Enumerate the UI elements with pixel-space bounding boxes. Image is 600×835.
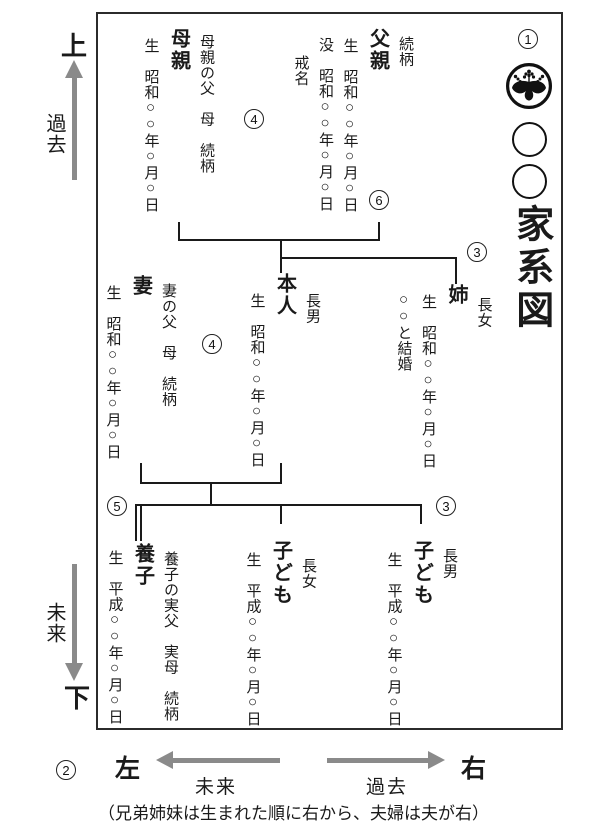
father-label: 父親 [366, 28, 389, 72]
child-daughter-label: 子ども [269, 540, 292, 606]
father-stub-line [378, 222, 380, 241]
family-name-placeholder-circle [512, 164, 547, 199]
lower-sibling-line [136, 504, 422, 506]
adopted-label: 養子 [131, 543, 154, 587]
left-arrow-icon [156, 751, 173, 769]
wife-stub-line [140, 463, 142, 484]
mother-birth: 生 昭和○○年○月○日 [142, 38, 159, 213]
axis-left-label: 左 [115, 756, 141, 783]
child-daughter-stub-line [280, 504, 282, 524]
child-daughter-birth: 生 平成○○年○月○日 [244, 552, 261, 727]
father-kaimyo: 戒名 [292, 55, 309, 86]
person-block-child-son: 長男 子ども 生 平成○○年○月○日 [385, 540, 458, 727]
diagram-title: 家系図 [509, 204, 552, 333]
marker-siblings-lower: 3 [436, 496, 456, 516]
wife-birth: 生 昭和○○年○月○日 [104, 285, 121, 460]
person-block-father: 続柄 父親 生 昭和○○年○月○日 没 昭和○○年○月○日 戒名 [292, 28, 414, 213]
adoption-double-line-right [140, 504, 142, 541]
adoption-double-line-left [135, 504, 137, 541]
family-name-placeholder-circle [512, 122, 547, 157]
father-death: 没 昭和○○年○月○日 [317, 37, 333, 212]
person-block-sister: 長女 姉 生 昭和○○年○月○日 ○○と結婚 [395, 284, 492, 469]
person-block-self: 長男 本人 生 昭和○○年○月○日 [248, 273, 321, 468]
couple-descent-line [210, 482, 212, 506]
axis-right-label: 右 [461, 756, 487, 783]
child-daughter-relation: 長女 [300, 558, 316, 589]
adopted-parents: 養子の実父 実母 続柄 [162, 551, 178, 722]
marker-in-laws-wife: 4 [202, 334, 222, 354]
sister-birth: 生 昭和○○年○月○日 [420, 294, 436, 469]
parents-marriage-line [178, 239, 380, 241]
axis-future-label: 未来 [43, 602, 65, 644]
right-arrow-shaft [327, 758, 429, 763]
marker-siblings-upper: 3 [467, 242, 487, 262]
left-arrow-shaft [171, 758, 280, 763]
father-birth: 生 昭和○○年○月○日 [341, 38, 358, 213]
mother-parents: 母親の父 母 続柄 [198, 34, 214, 174]
self-relation: 長男 [304, 293, 320, 324]
up-arrow-icon [65, 60, 83, 78]
person-block-mother: 母親の父 母 続柄 母親 生 昭和○○年○月○日 [142, 28, 215, 213]
axis-past-horizontal-label: 過去 [366, 777, 409, 798]
self-stub-line [280, 463, 282, 484]
child-son-relation: 長男 [441, 548, 457, 579]
right-arrow-icon [428, 751, 445, 769]
marker-title: 1 [518, 29, 538, 49]
mother-label: 母親 [167, 28, 190, 72]
child-son-stub-line [420, 504, 422, 524]
axis-past-label: 過去 [43, 113, 65, 155]
adopted-birth: 生 平成○○年○月○日 [106, 550, 123, 725]
down-arrow-shaft [72, 564, 77, 664]
axis-top-label: 上 [61, 32, 88, 61]
sister-marriage: ○○と結婚 [395, 292, 412, 372]
marker-axis: 2 [56, 760, 76, 780]
person-block-adopted: 養子の実父 実母 続柄 養子 生 平成○○年○月○日 [106, 543, 179, 725]
self-label: 本人 [273, 273, 296, 317]
wife-label: 妻 [129, 275, 152, 297]
up-arrow-shaft [72, 77, 77, 180]
person-block-child-daughter: 長女 子ども 生 平成○○年○月○日 [244, 540, 317, 727]
marker-in-laws-mother: 4 [244, 109, 264, 129]
child-son-label: 子ども [410, 540, 433, 606]
marker-adoption: 5 [107, 496, 127, 516]
self-birth: 生 昭和○○年○月○日 [248, 293, 265, 468]
father-relation: 続柄 [397, 36, 413, 67]
sister-stub-line [455, 257, 457, 284]
sister-label: 姉 [445, 284, 467, 306]
marker-parents-join: 6 [369, 190, 389, 210]
mother-stub-line [178, 222, 180, 241]
sister-relation: 長女 [475, 297, 492, 328]
axis-future-horizontal-label: 未来 [195, 777, 238, 798]
axis-bottom-label: 下 [64, 684, 91, 713]
paulownia-crest-icon [505, 62, 553, 115]
diagram-caption: （兄弟姉妹は生まれた順に右から、夫婦は夫が右） [98, 804, 489, 823]
wife-parents: 妻の父 母 続柄 [160, 283, 176, 407]
person-block-wife: 妻の父 母 続柄 妻 生 昭和○○年○月○日 [104, 275, 177, 460]
diagram-border [96, 12, 563, 730]
parents-descent-line [280, 239, 282, 273]
child-son-birth: 生 平成○○年○月○日 [385, 552, 402, 727]
down-arrow-icon [65, 663, 83, 681]
upper-sibling-line [280, 257, 457, 259]
